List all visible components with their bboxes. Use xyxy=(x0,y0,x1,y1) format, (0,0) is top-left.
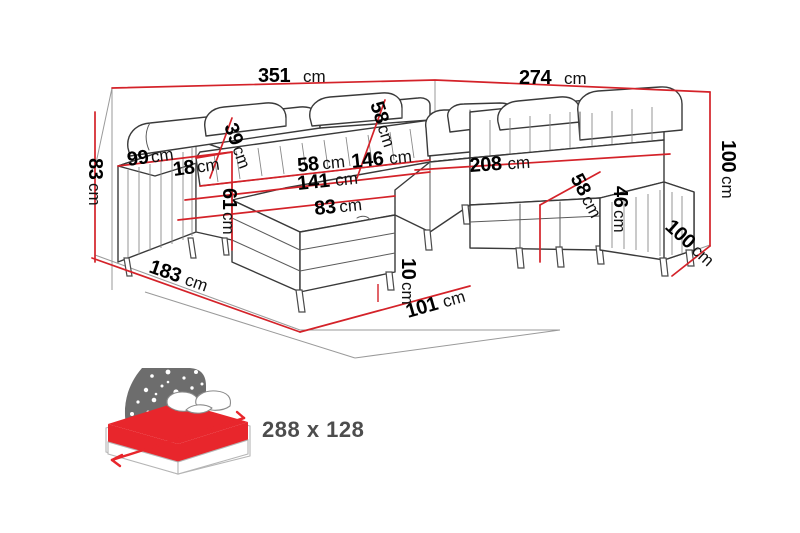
mattress-band-side xyxy=(177,439,249,475)
dimension-208cm-value: 208 xyxy=(469,153,503,177)
dimension-lines xyxy=(91,79,711,333)
dimension-58cm-seat-unit: cm xyxy=(321,152,346,173)
dimension-146cm-unit: cm xyxy=(388,147,413,168)
dimension-274cm: 274 cm xyxy=(519,67,587,89)
dimension-99cm-value: 99 xyxy=(126,146,151,171)
dimension-208cm: 208 cm xyxy=(469,153,531,177)
left-chaise-seat xyxy=(231,161,431,313)
dimension-141cm: 141 cm xyxy=(296,169,359,195)
right-backrest xyxy=(469,86,683,159)
dimension-46cm: 46 cm xyxy=(609,186,631,233)
dimension-83cm-height-value: 83 xyxy=(84,158,106,180)
dimension-100cm-height-unit: cm xyxy=(718,176,737,199)
dimension-10cm-value: 10 xyxy=(397,258,419,280)
dimension-61cm-unit: cm xyxy=(219,212,238,235)
dimension-274cm-unit: cm xyxy=(564,69,587,88)
dimension-274cm-value: 274 xyxy=(519,67,552,89)
dimension-100cm-height-value: 100 xyxy=(717,140,739,172)
dimension-99cm: 99 cm xyxy=(126,145,175,171)
dimension-83cm-unit: cm xyxy=(338,195,363,216)
dimension-83cm-height-unit: cm xyxy=(85,183,104,206)
sofa-illustration xyxy=(117,86,695,313)
dimension-83cm-height: 83 cm xyxy=(84,158,106,206)
dimension-58cm-seat-value: 58 xyxy=(296,153,320,177)
dimension-146cm: 146 cm xyxy=(350,147,413,173)
moon-shade xyxy=(120,368,138,430)
pillow-fold xyxy=(185,404,213,414)
bed-size-label: 288 x 128 xyxy=(262,417,364,442)
bed-width-arrow xyxy=(110,410,246,468)
dimension-10cm-unit: cm xyxy=(398,282,417,305)
dimension-18cm: 18 cm xyxy=(172,155,221,181)
dimension-46cm-value: 46 xyxy=(609,186,631,208)
mattress-top-surface xyxy=(108,402,248,444)
dimension-100cm-height: 100 cm xyxy=(717,140,739,199)
dimension-46cm-unit: cm xyxy=(610,210,629,233)
dimension-61cm-value: 61 xyxy=(218,188,240,210)
right-seat xyxy=(469,139,665,269)
dimension-146cm-value: 146 xyxy=(350,148,385,173)
dimension-351cm-unit: cm xyxy=(303,67,326,86)
dimension-83cm-value: 83 xyxy=(313,196,337,220)
dimension-18cm-unit: cm xyxy=(196,155,221,177)
mattress-side-face xyxy=(178,422,248,462)
dimension-10cm: 10 cm xyxy=(397,258,419,305)
dimension-61cm: 61 cm xyxy=(218,188,240,235)
mattress-front-face xyxy=(108,424,178,462)
dimension-99cm-unit: cm xyxy=(150,145,175,167)
right-armrest xyxy=(599,181,695,277)
dimension-141cm-unit: cm xyxy=(334,169,359,190)
dimension-351cm: 351 cm xyxy=(258,65,326,87)
dimension-208cm-unit: cm xyxy=(507,153,531,174)
dimension-58cm-seat: 58 cm xyxy=(296,152,346,177)
sleeping-area-icon: 288 x 128 xyxy=(105,368,364,475)
dimension-83cm: 83 cm xyxy=(313,195,363,220)
dimension-141cm-value: 141 xyxy=(296,170,331,195)
dimension-18cm-value: 18 xyxy=(172,156,197,181)
dimension-351cm-value: 351 xyxy=(258,65,290,87)
